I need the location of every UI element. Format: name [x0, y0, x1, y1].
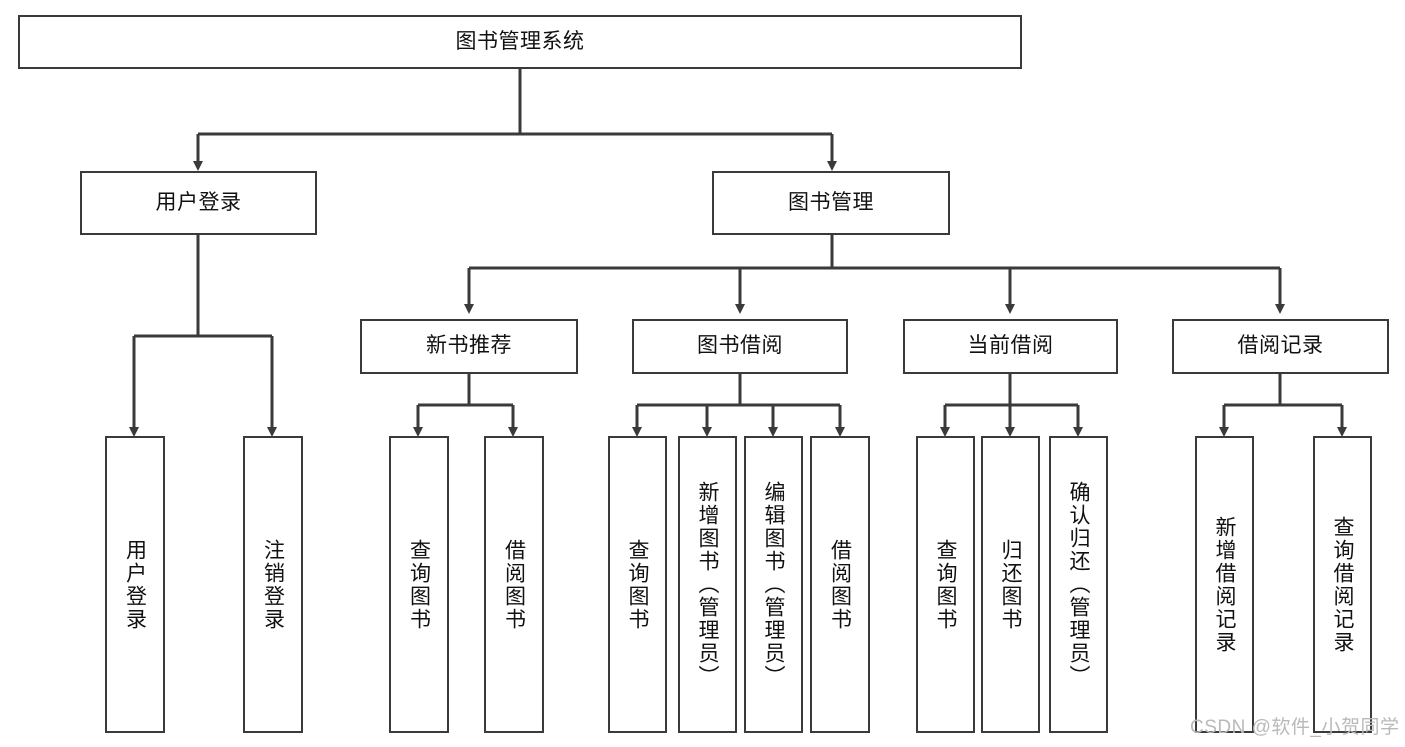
leaf-record-add-record[interactable]: 新增借阅记录 — [1195, 436, 1254, 733]
node-book-management[interactable]: 图书管理 — [712, 171, 950, 235]
leaf-record-query-record-label: 查询借阅记录 — [1331, 515, 1354, 654]
leaf-borrow-add-book-label: 新增图书（管理员） — [696, 481, 719, 688]
node-root[interactable]: 图书管理系统 — [18, 15, 1022, 69]
leaf-current-confirm-return[interactable]: 确认归还（管理员） — [1049, 436, 1108, 733]
leaf-newbook-query-book-label: 查询图书 — [407, 538, 431, 631]
leaf-borrow-add-book[interactable]: 新增图书（管理员） — [678, 436, 737, 733]
leaf-record-query-record[interactable]: 查询借阅记录 — [1313, 436, 1372, 733]
node-new-book-recommend-label: 新书推荐 — [426, 334, 512, 358]
leaf-borrow-edit-book-label: 编辑图书（管理员） — [762, 481, 785, 688]
node-new-book-recommend[interactable]: 新书推荐 — [360, 319, 578, 374]
leaf-borrow-edit-book[interactable]: 编辑图书（管理员） — [744, 436, 803, 733]
leaf-user-login-label: 用户登录 — [123, 538, 147, 631]
node-user-login-label: 用户登录 — [155, 190, 242, 214]
node-borrow-record-label: 借阅记录 — [1237, 334, 1324, 358]
leaf-current-return-book-label: 归还图书 — [999, 538, 1022, 631]
node-user-login[interactable]: 用户登录 — [80, 171, 317, 235]
node-book-borrow[interactable]: 图书借阅 — [632, 319, 848, 374]
leaf-newbook-query-book[interactable]: 查询图书 — [389, 436, 449, 733]
leaf-borrow-query-book-label: 查询图书 — [626, 538, 649, 631]
node-root-label: 图书管理系统 — [455, 29, 585, 53]
node-current-borrow-label: 当前借阅 — [967, 334, 1054, 358]
node-book-management-label: 图书管理 — [788, 190, 874, 214]
leaf-borrow-query-book[interactable]: 查询图书 — [608, 436, 667, 733]
leaf-user-login[interactable]: 用户登录 — [105, 436, 165, 733]
leaf-current-query-book-label: 查询图书 — [934, 538, 957, 631]
leaf-record-add-record-label: 新增借阅记录 — [1213, 515, 1236, 654]
leaf-newbook-borrow-book-label: 借阅图书 — [502, 538, 526, 631]
leaf-newbook-borrow-book[interactable]: 借阅图书 — [484, 436, 544, 733]
node-borrow-record[interactable]: 借阅记录 — [1172, 319, 1389, 374]
leaf-current-return-book[interactable]: 归还图书 — [981, 436, 1040, 733]
leaf-borrow-borrow-book[interactable]: 借阅图书 — [810, 436, 870, 733]
leaf-current-confirm-return-label: 确认归还（管理员） — [1067, 481, 1090, 688]
node-book-borrow-label: 图书借阅 — [697, 334, 783, 358]
leaf-current-query-book[interactable]: 查询图书 — [916, 436, 975, 733]
leaf-borrow-borrow-book-label: 借阅图书 — [828, 538, 852, 631]
leaf-user-logout[interactable]: 注销登录 — [243, 436, 303, 733]
node-current-borrow[interactable]: 当前借阅 — [903, 319, 1118, 374]
leaf-user-logout-label: 注销登录 — [261, 538, 285, 631]
